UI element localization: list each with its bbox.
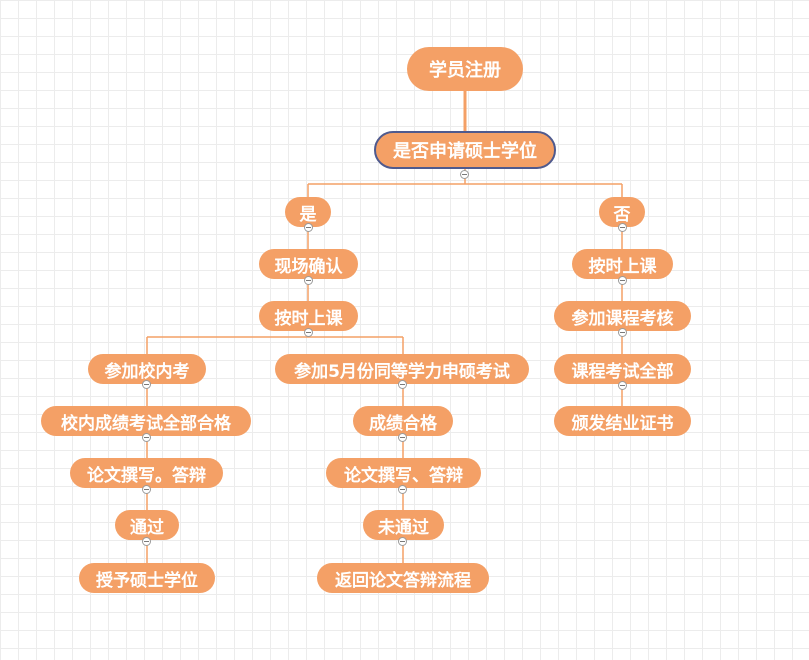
node-national-thesis-defense[interactable]: 论文撰写、答辩 [326, 458, 481, 488]
node-internal-exam[interactable]: 参加校内考 [88, 354, 206, 384]
node-completion-certificate[interactable]: 颁发结业证书 [554, 406, 691, 436]
node-internal-exam-passed[interactable]: 校内成绩考试全部合格 [41, 406, 251, 436]
collapse-toggle-icon[interactable] [460, 170, 469, 179]
collapse-toggle-icon[interactable] [304, 223, 313, 232]
collapse-toggle-icon[interactable] [398, 485, 407, 494]
collapse-toggle-icon[interactable] [142, 380, 151, 389]
node-onsite-confirmation[interactable]: 现场确认 [259, 249, 358, 279]
collapse-toggle-icon[interactable] [618, 223, 627, 232]
collapse-toggle-icon[interactable] [618, 276, 627, 285]
node-course-assessment[interactable]: 参加课程考核 [554, 301, 691, 331]
collapse-toggle-icon[interactable] [398, 380, 407, 389]
node-internal-passed[interactable]: 通过 [115, 510, 179, 540]
node-no[interactable]: 否 [599, 197, 645, 227]
collapse-toggle-icon[interactable] [398, 433, 407, 442]
collapse-toggle-icon[interactable] [142, 537, 151, 546]
node-all-course-exams[interactable]: 课程考试全部 [554, 354, 691, 384]
collapse-toggle-icon[interactable] [142, 433, 151, 442]
node-national-exam[interactable]: 参加5月份同等学力申硕考试 [275, 354, 529, 384]
collapse-toggle-icon[interactable] [304, 328, 313, 337]
node-apply-masters-decision[interactable]: 是否申请硕士学位 [374, 131, 556, 169]
node-attend-classes-no[interactable]: 按时上课 [572, 249, 673, 279]
collapse-toggle-icon[interactable] [304, 276, 313, 285]
collapse-toggle-icon[interactable] [618, 381, 627, 390]
collapse-toggle-icon[interactable] [398, 537, 407, 546]
node-score-qualified[interactable]: 成绩合格 [353, 406, 453, 436]
node-award-masters-degree[interactable]: 授予硕士学位 [79, 563, 215, 593]
node-attend-classes-yes[interactable]: 按时上课 [259, 301, 358, 331]
node-internal-thesis-defense[interactable]: 论文撰写。答辩 [70, 458, 223, 488]
node-student-registration[interactable]: 学员注册 [407, 47, 523, 91]
node-not-passed[interactable]: 未通过 [363, 510, 444, 540]
collapse-toggle-icon[interactable] [618, 328, 627, 337]
collapse-toggle-icon[interactable] [142, 485, 151, 494]
node-yes[interactable]: 是 [285, 197, 331, 227]
node-return-to-defense[interactable]: 返回论文答辩流程 [317, 563, 489, 593]
